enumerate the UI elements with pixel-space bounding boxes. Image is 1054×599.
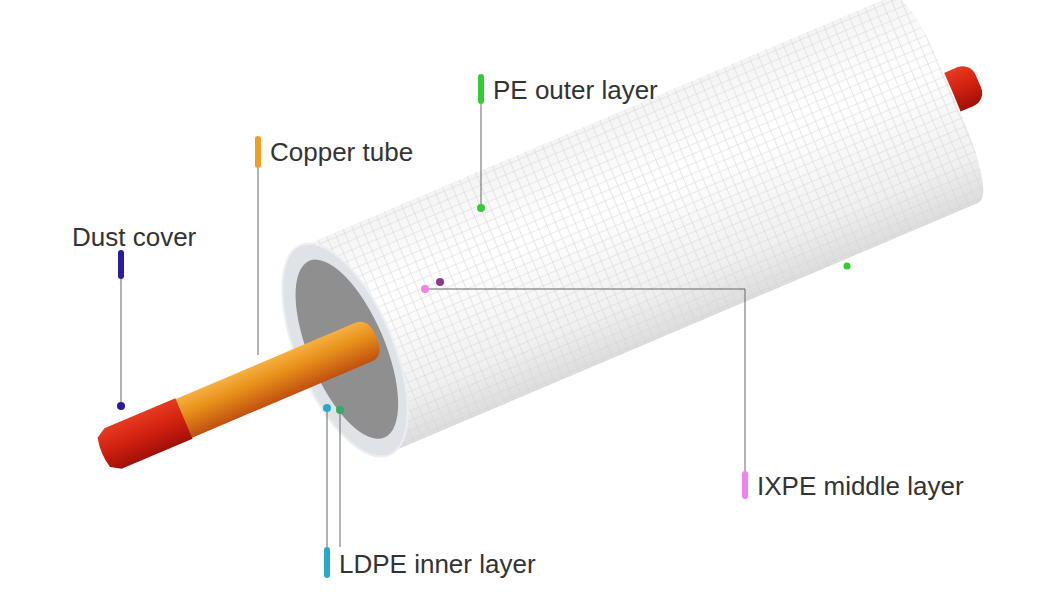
leader-dot: [117, 402, 125, 410]
label-bar: [118, 250, 124, 279]
leader-line: [426, 289, 745, 471]
leader-line: [481, 104, 482, 206]
leader-dot: [436, 278, 444, 286]
leader-dot: [323, 404, 331, 412]
label-bar: [742, 471, 748, 499]
leader-line: [258, 168, 259, 355]
part-label: PE outer layer: [493, 75, 658, 105]
part-label: IXPE middle layer: [757, 471, 964, 501]
leader-line: [340, 412, 341, 547]
copper-tube: [171, 317, 384, 439]
part-label: Copper tube: [270, 137, 413, 167]
pipe-group: [57, 0, 1022, 558]
part-label: Dust cover: [72, 222, 196, 252]
leader-line: [121, 279, 122, 404]
leader-dot: [477, 204, 485, 212]
leader-lines: [121, 104, 745, 547]
stray-dot: [844, 263, 851, 270]
leader-line: [327, 410, 328, 547]
label-bar: [255, 136, 261, 168]
part-label: LDPE inner layer: [339, 549, 536, 579]
leader-dot: [421, 285, 429, 293]
leader-dot: [336, 406, 344, 414]
label-bar: [478, 74, 484, 104]
dust-cover: [93, 398, 192, 473]
label-bar: [324, 547, 330, 578]
